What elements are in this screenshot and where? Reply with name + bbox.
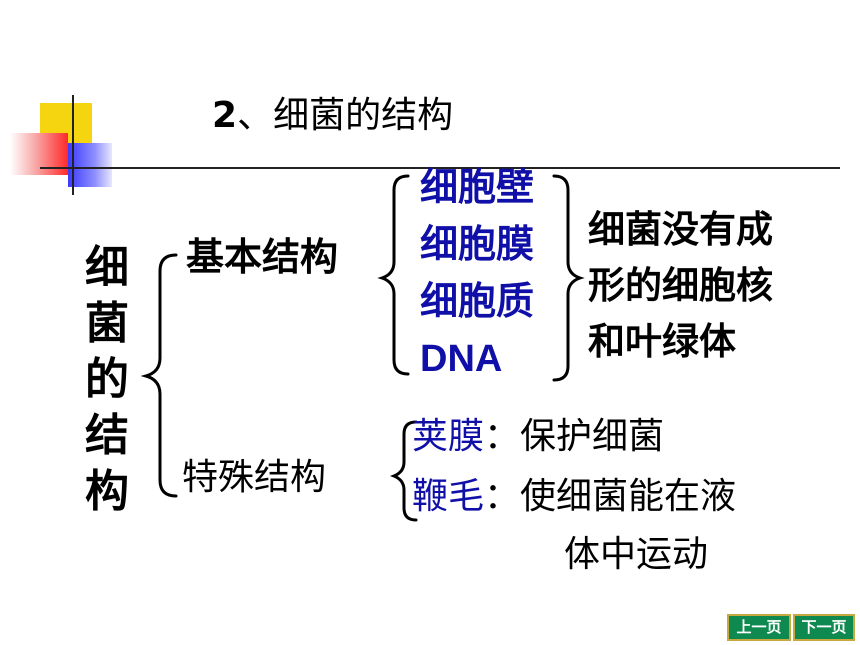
basic-close-bracket <box>552 174 585 382</box>
title-underline <box>40 167 840 169</box>
flagellum-row: 鞭毛：使细菌能在液 <box>412 474 736 520</box>
root-char: 细 <box>85 242 129 293</box>
decor-blue-gradient <box>68 143 112 187</box>
root-char: 的 <box>85 354 129 405</box>
root-label: 细 菌 的 结 构 <box>82 240 132 520</box>
flagellum-name: 鞭毛 <box>412 476 485 517</box>
basic-structure-label: 基本结构 <box>186 235 339 279</box>
root-char: 菌 <box>85 298 129 349</box>
flagellum-sep: ： <box>484 476 521 517</box>
next-page-button[interactable]: 下一页 <box>793 614 855 641</box>
capsule-name: 荚膜 <box>412 416 485 457</box>
root-bracket <box>140 253 178 498</box>
flagellum-desc: 使细菌能在液 <box>520 476 737 517</box>
root-char: 构 <box>85 466 129 517</box>
root-char: 结 <box>85 410 129 461</box>
flagellum-desc-continued: 体中运动 <box>564 534 709 575</box>
basic-note-line: 和叶绿体 <box>588 320 736 363</box>
capsule-desc: 保护细菌 <box>520 416 665 457</box>
title-number: 2 <box>212 95 238 136</box>
capsule-sep: ： <box>484 416 521 457</box>
basic-item-dna: DNA <box>420 338 503 380</box>
special-structure-label: 特殊结构 <box>182 457 327 498</box>
title-text: 、细菌的结构 <box>237 95 454 136</box>
basic-note-line: 形的细胞核 <box>588 264 773 307</box>
basic-item-cell-wall: 细胞壁 <box>420 167 535 209</box>
basic-item-cell-membrane: 细胞膜 <box>420 224 535 266</box>
prev-page-button[interactable]: 上一页 <box>727 614 791 641</box>
page-title: 2、细菌的结构 <box>212 92 453 140</box>
basic-open-bracket <box>377 174 410 376</box>
basic-note-line: 细菌没有成 <box>588 208 773 251</box>
basic-note: 细菌没有成 形的细胞核 和叶绿体 <box>588 202 773 370</box>
capsule-row: 荚膜：保护细菌 <box>412 414 664 460</box>
special-bracket <box>389 420 418 522</box>
decor-vertical-line <box>72 95 74 195</box>
basic-item-cytoplasm: 细胞质 <box>420 281 535 323</box>
